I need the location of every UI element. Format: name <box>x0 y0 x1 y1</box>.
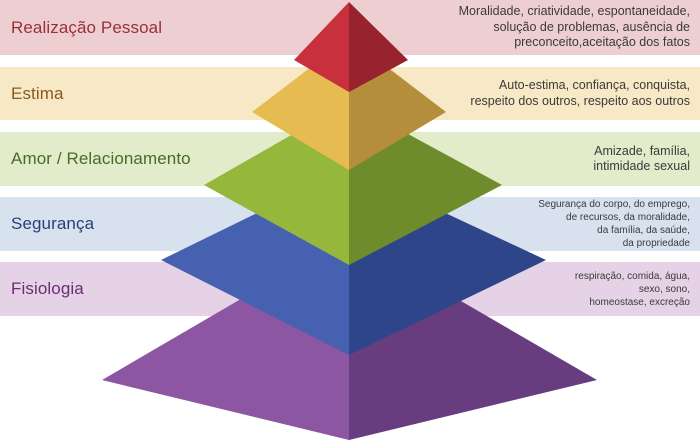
level-description-fisiologia: respiração, comida, água, sexo, sono, ho… <box>574 270 690 308</box>
tier-left-face-realizacao-pessoal <box>294 2 349 92</box>
tier-right-face-realizacao-pessoal <box>349 2 408 92</box>
pyramid-tier-realizacao-pessoal <box>294 2 408 92</box>
level-title-realizacao-pessoal: Realização Pessoal <box>11 17 163 37</box>
level-title-seguranca: Segurança <box>11 214 95 233</box>
level-description-estima: Auto-estima, confiança, conquista, respe… <box>470 78 690 108</box>
level-title-fisiologia: Fisiologia <box>11 279 84 298</box>
level-title-estima: Estima <box>11 83 64 103</box>
level-description-amor-relacionamento: Amizade, família, intimidade sexual <box>593 143 690 174</box>
level-description-seguranca: Segurança do corpo, do emprego, de recur… <box>538 199 690 249</box>
level-description-realizacao-pessoal: Moralidade, criatividade, espontaneidade… <box>458 4 690 50</box>
level-title-amor-relacionamento: Amor / Relacionamento <box>11 149 191 168</box>
